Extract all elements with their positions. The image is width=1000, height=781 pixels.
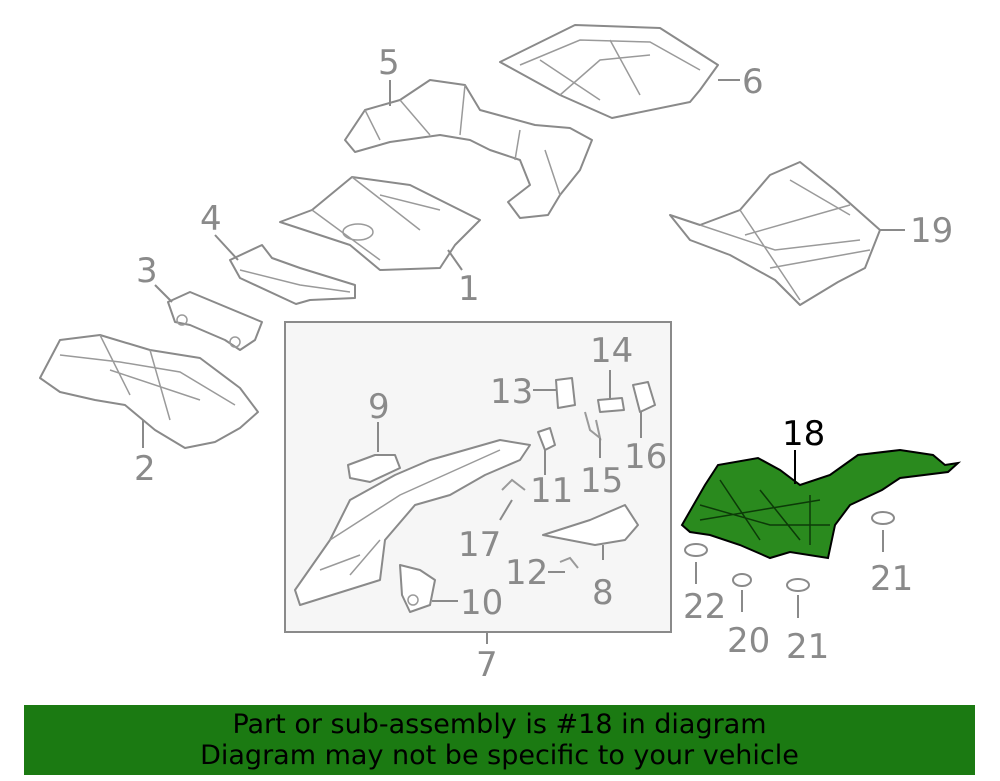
callout-21b: 21 (786, 627, 829, 667)
callout-12: 12 (505, 553, 548, 593)
callout-21a: 21 (870, 559, 913, 599)
callout-4: 4 (200, 199, 222, 239)
callout-3: 3 (136, 251, 158, 291)
part-5-crossmember[interactable]: 5 (344, 43, 593, 219)
parts-diagram: 6 5 1 4 3 2 19 (39, 24, 962, 685)
part-3-bracket[interactable]: 3 (136, 251, 263, 351)
callout-6: 6 (742, 62, 764, 102)
callout-17: 17 (458, 525, 501, 565)
callout-19: 19 (910, 211, 953, 251)
callout-14: 14 (590, 331, 633, 371)
callout-13: 13 (490, 372, 533, 412)
callout-1: 1 (458, 269, 480, 309)
info-banner: Part or sub-assembly is #18 in diagram D… (24, 705, 975, 775)
callout-16: 16 (624, 437, 667, 477)
part-1-floor-panel[interactable]: 1 (279, 176, 481, 309)
callout-5: 5 (378, 43, 400, 83)
part-21-nut-upper[interactable]: 21 (870, 511, 913, 599)
callout-20: 20 (727, 621, 770, 661)
part-4-bracket[interactable]: 4 (200, 199, 356, 305)
part-19-rear-floor-assembly[interactable]: 19 (669, 161, 953, 306)
part-2-front-floor[interactable]: 2 (39, 334, 259, 489)
part-18-undercover-highlighted[interactable]: 18 (680, 414, 962, 560)
callout-8: 8 (592, 573, 614, 613)
banner-line-1: Part or sub-assembly is #18 in diagram (232, 709, 767, 740)
banner-line-2: Diagram may not be specific to your vehi… (200, 740, 799, 771)
part-20-clip[interactable]: 20 (727, 573, 770, 661)
callout-2: 2 (134, 449, 156, 489)
inset-group-7: 7 9 10 11 13 14 15 16 (284, 321, 672, 685)
callout-18: 18 (782, 414, 825, 454)
callout-9: 9 (368, 387, 390, 427)
callout-15: 15 (580, 461, 623, 501)
callout-10: 10 (460, 583, 503, 623)
callout-11: 11 (530, 471, 573, 511)
callout-22: 22 (683, 587, 726, 627)
callout-7: 7 (476, 645, 498, 685)
part-6-rear-floor-pan[interactable]: 6 (499, 24, 764, 119)
part-22-clip[interactable]: 22 (683, 543, 726, 627)
part-21-nut-lower[interactable]: 21 (786, 578, 829, 667)
